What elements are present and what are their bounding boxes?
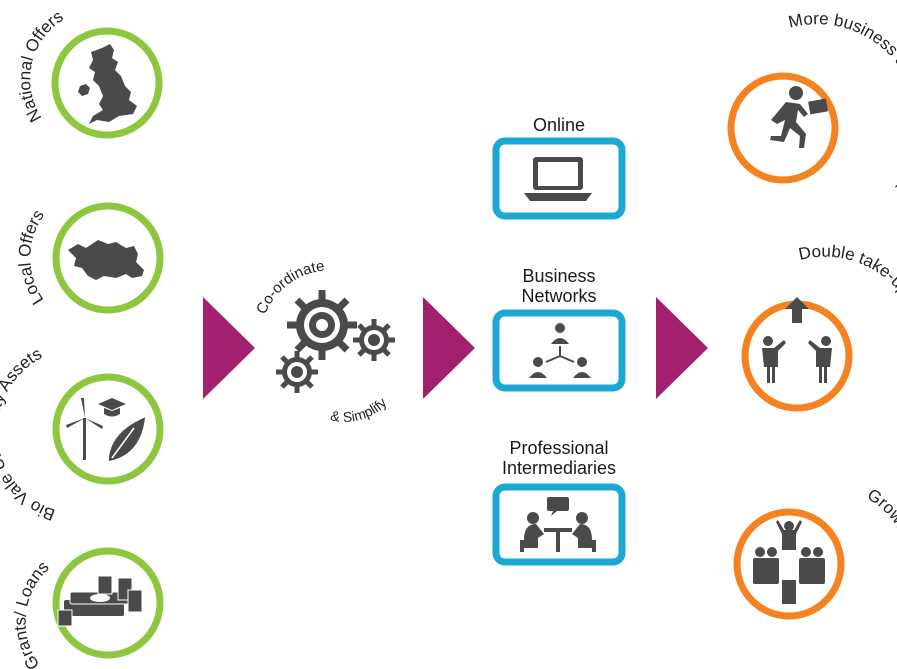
laptop-icon [524, 157, 592, 201]
uk-map-icon [78, 44, 137, 124]
leaf-icon [107, 414, 147, 463]
team-member-icon [753, 547, 825, 584]
online-channel [492, 137, 626, 220]
flow-arrow-1 [203, 297, 255, 399]
growth-jobs-label: Growth & Jobs [864, 485, 897, 599]
money-icon [57, 575, 143, 627]
grants-loans-label: Grants/ Loans [11, 557, 53, 669]
network-people-icon [529, 323, 591, 378]
simplify-label: & Simplify [329, 394, 389, 425]
meeting-icon [520, 497, 596, 552]
more-business-label: More business accessing support [787, 9, 897, 196]
online-label: Online [532, 115, 586, 135]
lifting-people-icon [762, 297, 832, 383]
biovale-assets-node [52, 373, 164, 485]
large-gear-icon [287, 290, 357, 360]
celebrating-team-icon [753, 520, 825, 604]
national-offers-node [51, 27, 163, 139]
growth-jobs-node [733, 508, 845, 620]
region-map-icon [68, 240, 144, 280]
business-networks-label-line1: Business [522, 266, 596, 286]
flow-arrow-2 [423, 297, 475, 399]
graduation-cap-icon [98, 398, 126, 417]
business-networks-label-line2: Networks [521, 286, 597, 306]
professional-intermediaries-label-line1: Professional [509, 438, 609, 458]
more-business-node [727, 72, 839, 184]
local-offers-label: Local Offers [15, 206, 48, 308]
biovale-assets-label: Bio Vale University Assets [0, 344, 57, 524]
flow-arrow-3 [656, 297, 708, 399]
local-offers-node [52, 202, 164, 314]
running-businessman-icon [770, 86, 828, 148]
gears-icon [276, 290, 395, 393]
business-networks-channel [492, 309, 626, 392]
wind-turbine-icon [66, 398, 103, 460]
professional-intermediaries-label-line2: Intermediaries [501, 458, 617, 478]
double-takeup-node [741, 297, 853, 412]
professional-intermediaries-channel [492, 483, 626, 566]
grants-loans-node [52, 547, 164, 659]
small-gear-right-icon [353, 319, 395, 361]
small-gear-left-icon [276, 351, 318, 393]
